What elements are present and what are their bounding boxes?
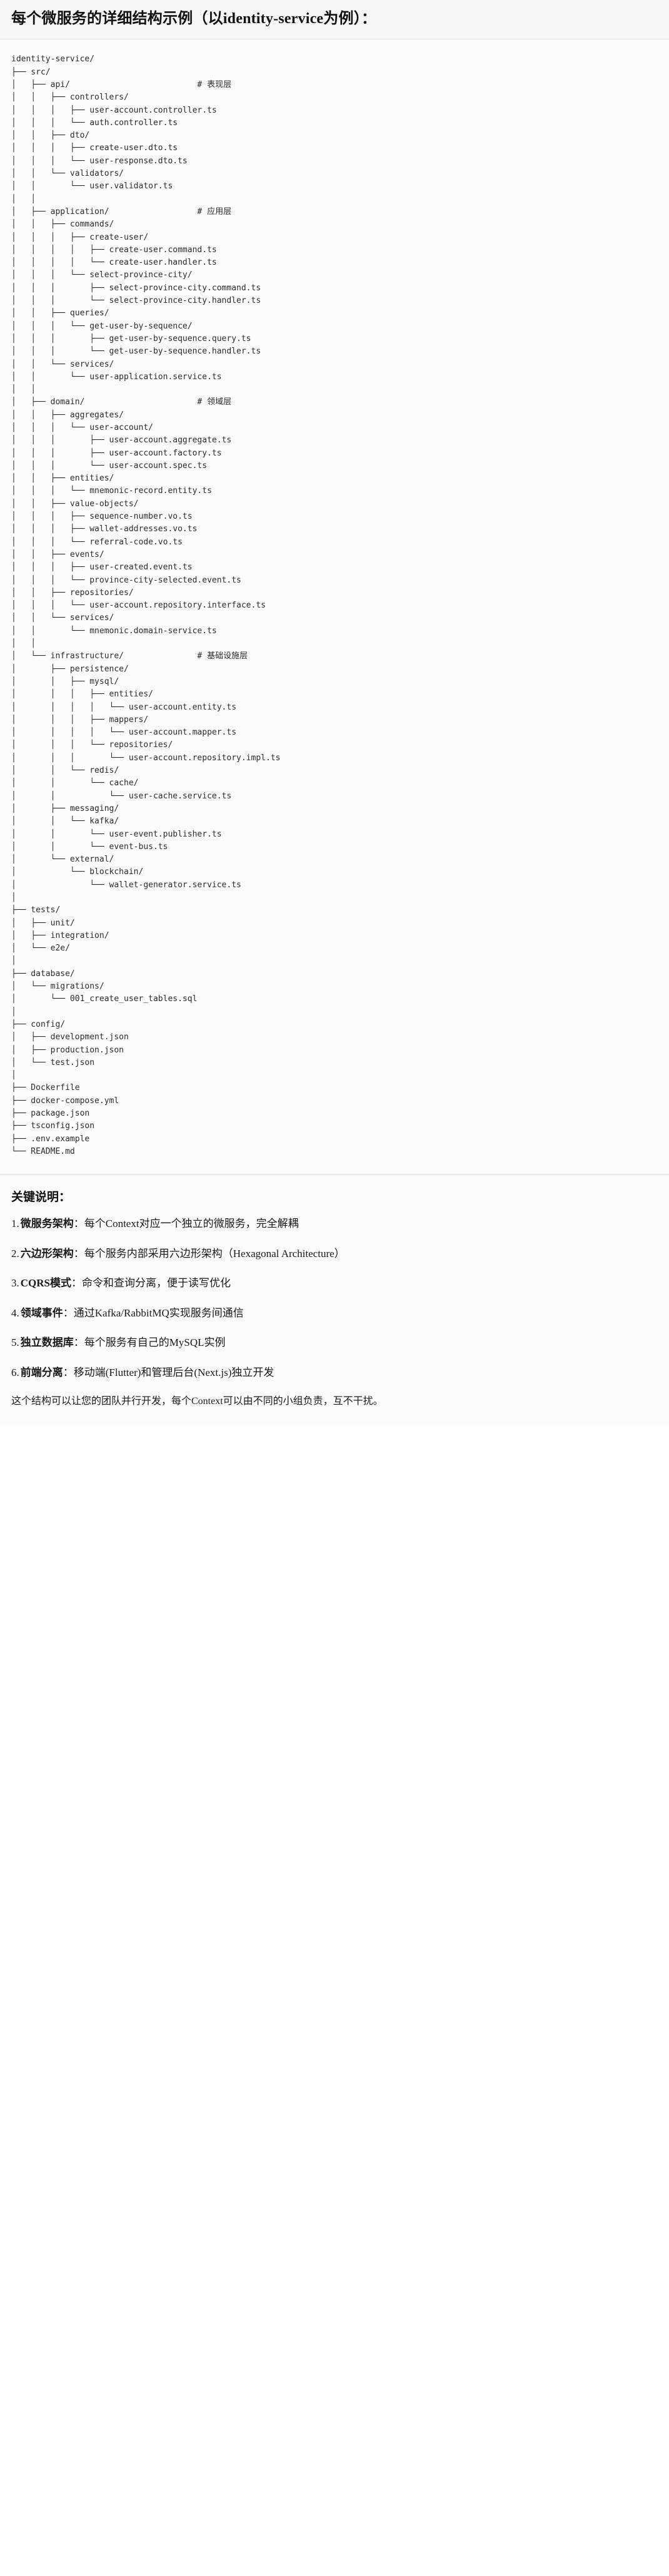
key-note-body: 通过Kafka/RabbitMQ实现服务间通信 xyxy=(73,1306,244,1319)
key-note-term: 前端分离 xyxy=(20,1366,63,1378)
key-note-body: 命令和查询分离，便于读写优化 xyxy=(81,1277,231,1290)
key-note-separator: ： xyxy=(63,1366,74,1378)
page-title: 每个微服务的详细结构示例（以identity-service为例）： xyxy=(11,11,377,27)
key-note-body: 每个服务内部采用六边形架构（Hexagonal Architecture） xyxy=(84,1247,345,1260)
key-note-separator: ： xyxy=(71,1277,82,1290)
key-note-item: 3.CQRS模式：命令和查询分离，便于读写优化 xyxy=(11,1275,658,1291)
key-note-term: 领域事件 xyxy=(20,1306,63,1319)
key-note-number: 4. xyxy=(11,1306,19,1319)
key-note-number: 2. xyxy=(11,1247,19,1260)
key-notes-heading: 关键说明： xyxy=(11,1191,71,1204)
key-note-item: 2.六边形架构：每个服务内部采用六边形架构（Hexagonal Architec… xyxy=(11,1246,658,1262)
directory-tree-block: identity-service/ ├── src/ │ ├── api/ # … xyxy=(0,39,669,1175)
key-note-term: CQRS模式 xyxy=(20,1277,71,1290)
key-note-item: 6.前端分离：移动端(Flutter)和管理后台(Next.js)独立开发 xyxy=(11,1365,658,1381)
key-note-separator: ： xyxy=(73,1218,84,1230)
key-note-separator: ： xyxy=(63,1306,74,1319)
title-band: 每个微服务的详细结构示例（以identity-service为例）： xyxy=(0,0,669,39)
document-page: 每个微服务的详细结构示例（以identity-service为例）： ident… xyxy=(0,0,669,1425)
closing-paragraph: 这个结构可以让您的团队并行开发，每个Context可以由不同的小组负责，互不干扰… xyxy=(11,1396,383,1407)
key-note-item: 4.领域事件：通过Kafka/RabbitMQ实现服务间通信 xyxy=(11,1305,658,1321)
key-note-term: 六边形架构 xyxy=(20,1247,74,1260)
key-note-number: 6. xyxy=(11,1366,19,1378)
key-note-item: 5.独立数据库：每个服务有自己的MySQL实例 xyxy=(11,1335,658,1351)
key-note-number: 3. xyxy=(11,1277,19,1290)
key-note-separator: ： xyxy=(73,1336,84,1349)
key-note-item: 1.微服务架构：每个Context对应一个独立的微服务，完全解耦 xyxy=(11,1216,658,1232)
key-note-body: 每个Context对应一个独立的微服务，完全解耦 xyxy=(84,1218,299,1230)
key-note-number: 1. xyxy=(11,1218,19,1230)
key-note-body: 移动端(Flutter)和管理后台(Next.js)独立开发 xyxy=(73,1366,274,1378)
notes-divider xyxy=(0,1174,669,1176)
key-note-term: 独立数据库 xyxy=(20,1336,74,1349)
key-note-term: 微服务架构 xyxy=(20,1218,74,1230)
key-note-body: 每个服务有自己的MySQL实例 xyxy=(84,1336,226,1349)
key-note-number: 5. xyxy=(11,1336,19,1349)
key-note-separator: ： xyxy=(73,1247,84,1260)
directory-tree: identity-service/ ├── src/ │ ├── api/ # … xyxy=(11,54,281,1156)
